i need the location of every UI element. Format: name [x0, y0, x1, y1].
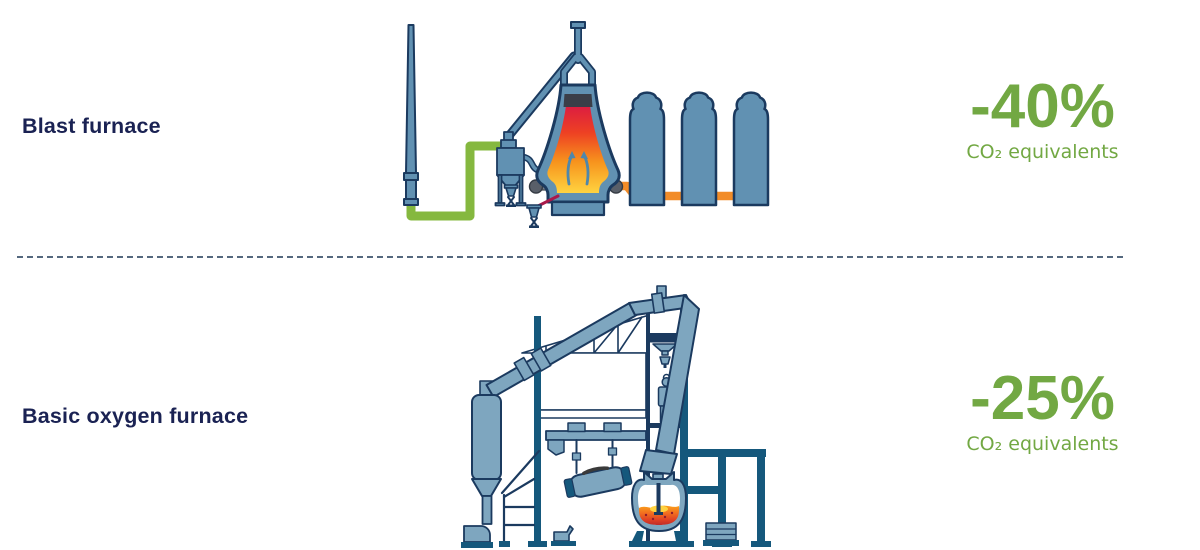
basic-oxygen-furnace-reduction: -25% [970, 364, 1115, 433]
bof-converter [629, 471, 689, 547]
blast-furnace-illustration [403, 21, 770, 228]
ladder-braces [499, 449, 541, 547]
basic-oxygen-furnace-stat: -25% CO₂ equivalents [935, 364, 1150, 456]
blast-furnace-reduction: -40% [970, 72, 1115, 141]
crane-beam [545, 422, 647, 474]
blast-furnace-vessel [535, 83, 621, 217]
hot-blast-stoves [628, 91, 770, 207]
basic-oxygen-furnace-illustration [461, 285, 771, 548]
slag-pot [551, 525, 576, 546]
section-divider [17, 256, 1123, 258]
dust-catcher [494, 131, 527, 207]
ladle-car-pedestal [703, 522, 739, 546]
blast-furnace-label: Blast furnace [22, 114, 161, 138]
crane-torpedo-ladle [563, 466, 633, 498]
basic-oxygen-furnace-unit: CO₂ equivalents [966, 433, 1119, 455]
blast-furnace-stat: -40% CO₂ equivalents [935, 72, 1150, 164]
charging-hopper [650, 339, 680, 368]
basic-oxygen-furnace-label: Basic oxygen furnace [22, 404, 249, 428]
oxygen-lance [656, 483, 661, 515]
dust-catcher-ladle [503, 184, 519, 207]
tap-line-ladle [526, 194, 560, 228]
chimney-stack [403, 24, 419, 206]
scrubber-tower [461, 394, 502, 548]
blast-furnace-unit: CO₂ equivalents [966, 141, 1119, 163]
green-gas-pipe [406, 141, 506, 221]
